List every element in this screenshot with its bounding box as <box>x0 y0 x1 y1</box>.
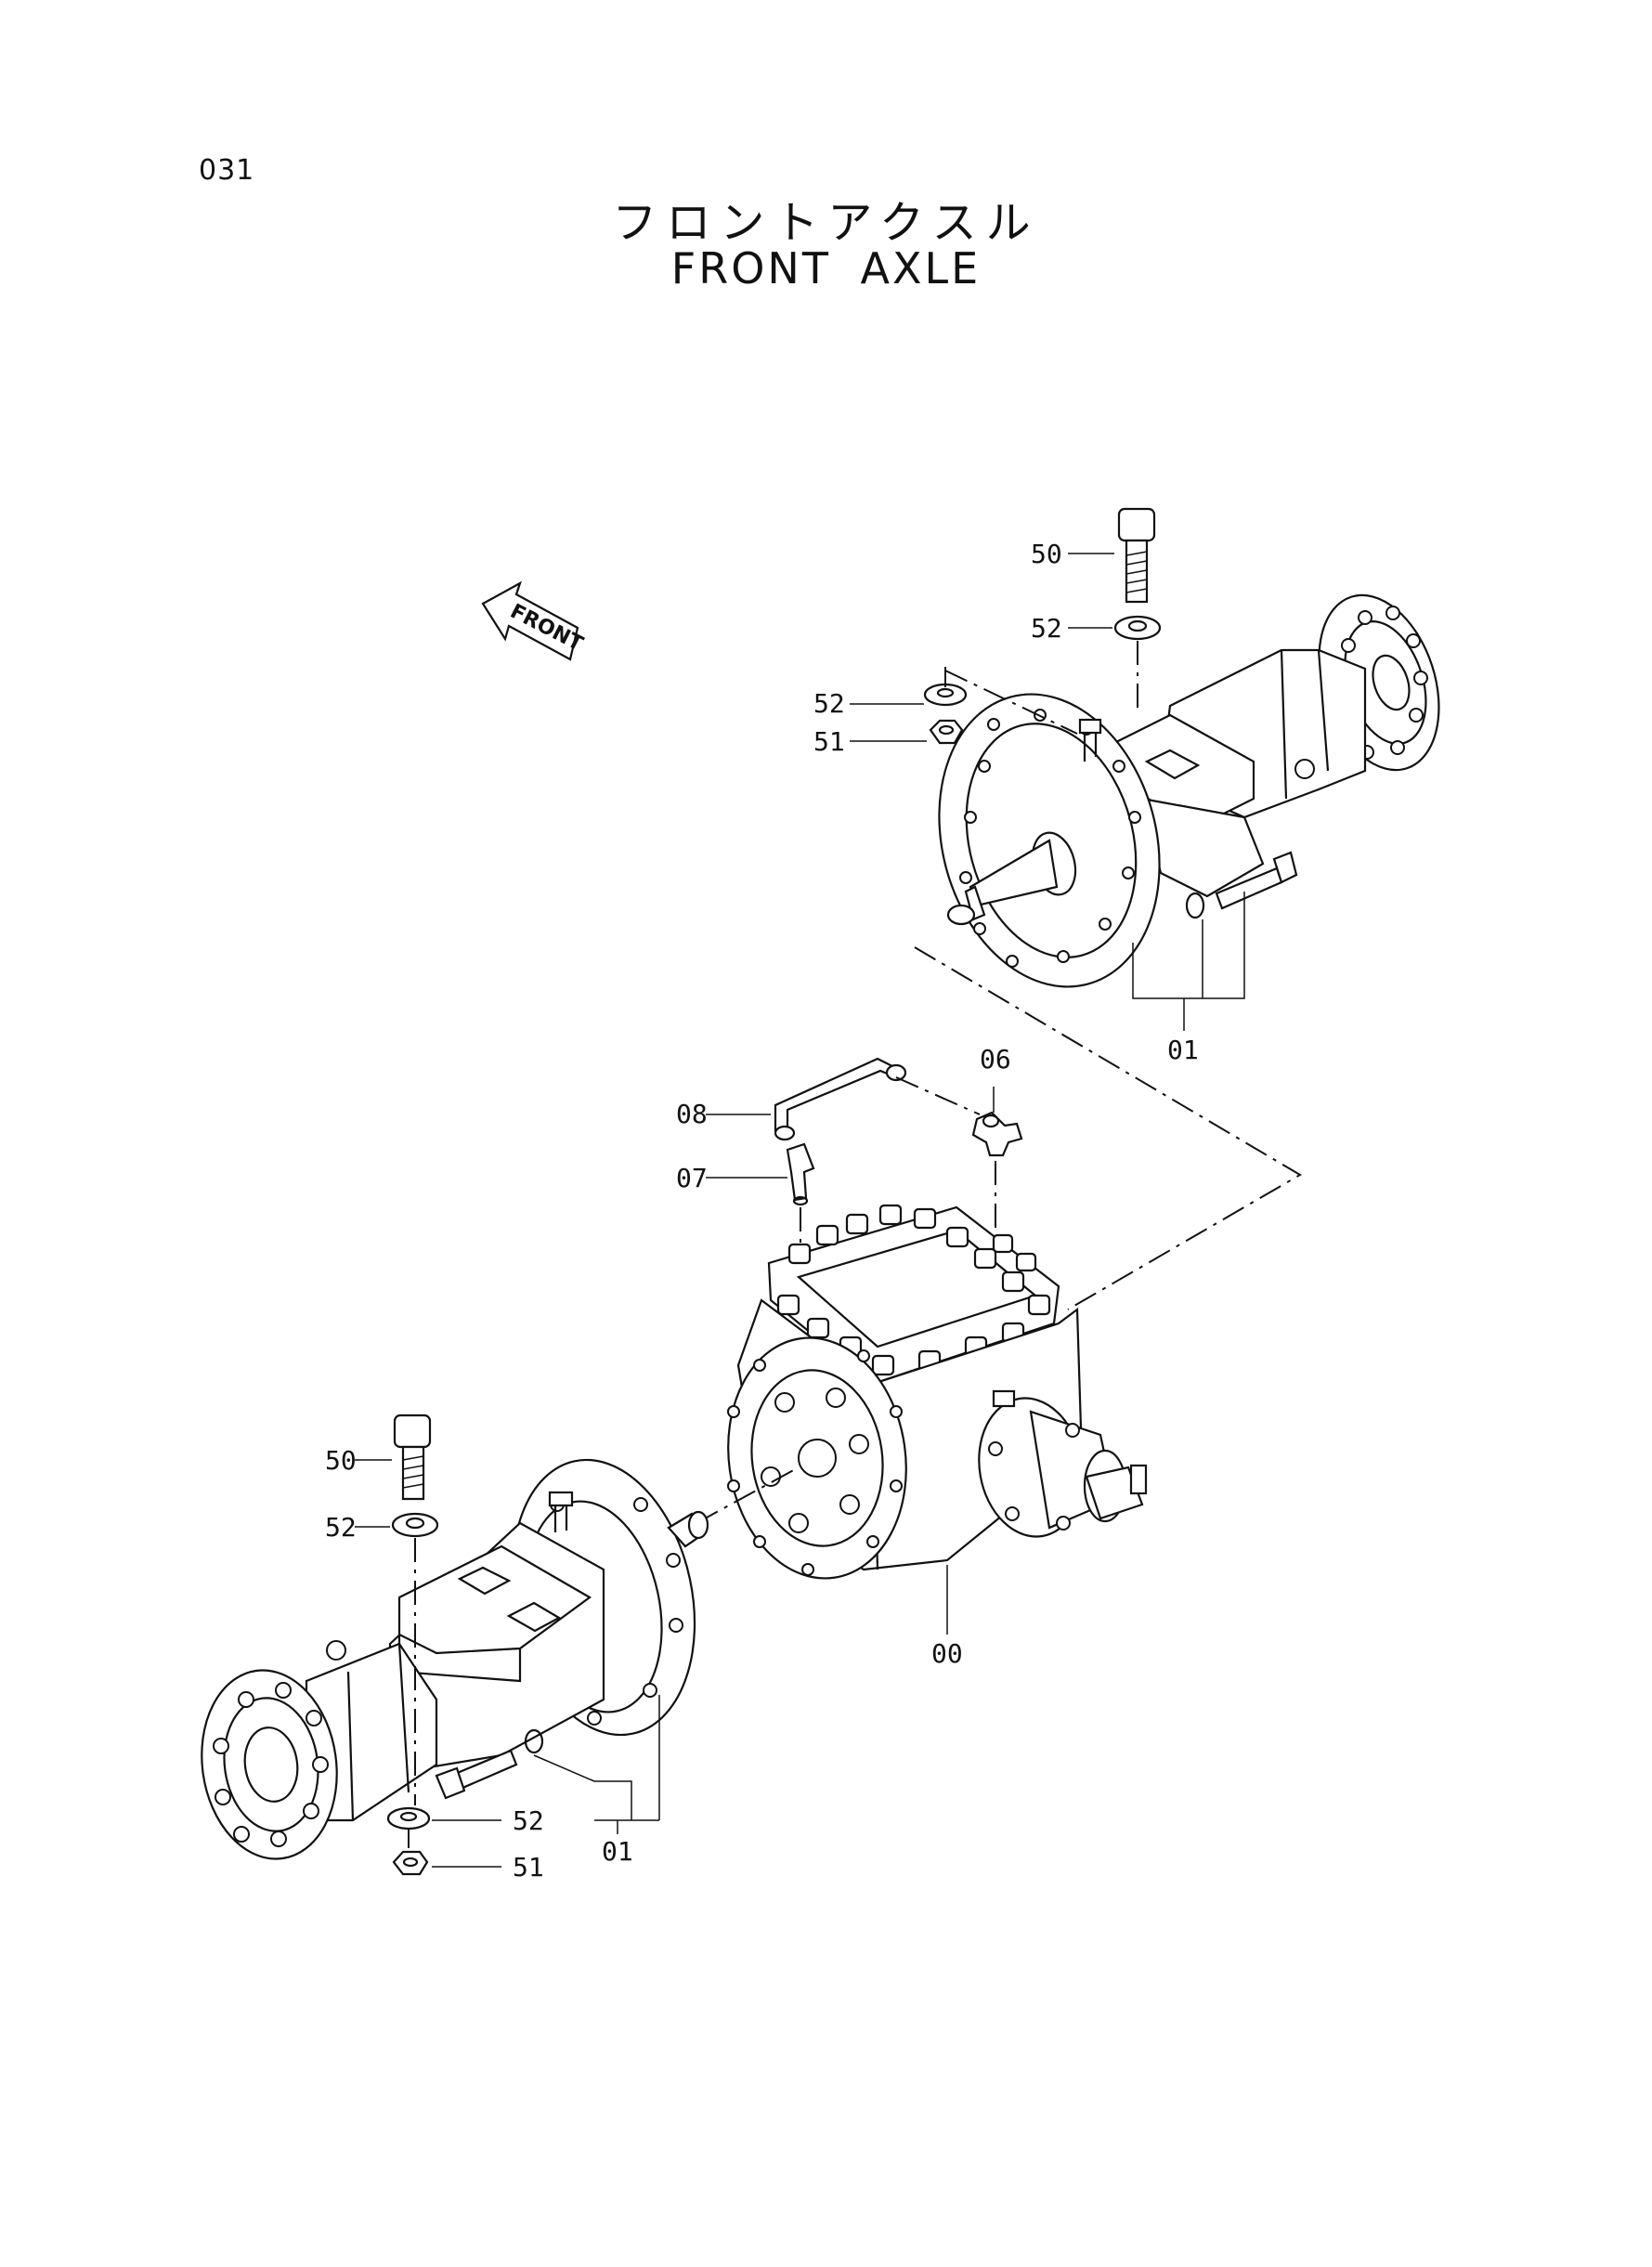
callout-50-lower: 50 <box>325 1445 357 1476</box>
page-number: 031 <box>199 154 255 187</box>
upper-axle-housing <box>938 593 1440 988</box>
callout-52-upper-left: 52 <box>813 688 845 719</box>
callout-51-lower: 51 <box>513 1852 544 1883</box>
upper-bolt-and-washer-01 <box>1185 851 1298 919</box>
callout-00: 00 <box>931 1638 963 1669</box>
lower-leaders <box>355 1459 660 1868</box>
elbow-fitting-07 <box>786 1142 815 1206</box>
callout-52-lower-top: 52 <box>325 1512 357 1543</box>
differential-housing-00 <box>727 1204 1148 1580</box>
lower-callouts: 50 52 52 51 01 <box>325 1445 633 1883</box>
lower-washer-52-bottom <box>386 1806 431 1831</box>
callout-01-lower: 01 <box>602 1836 633 1867</box>
front-direction-arrow: FRONT <box>481 580 587 661</box>
lower-bolt-50 <box>393 1414 432 1501</box>
lower-bolt-and-washer-01 <box>435 1728 544 1800</box>
callout-08: 08 <box>676 1099 708 1129</box>
upper-leaders <box>850 553 1302 1310</box>
callout-52-lower-bottom: 52 <box>513 1805 544 1836</box>
tee-fitting-06 <box>971 1111 1023 1157</box>
callout-51-upper: 51 <box>813 726 845 757</box>
title-japanese: フロントアクスル <box>612 197 1040 249</box>
callout-52-upper: 52 <box>1031 613 1062 644</box>
center-leader: 00 <box>696 1466 963 1669</box>
upper-washer-52-left <box>923 683 968 707</box>
breather-tube-08 <box>774 1057 907 1141</box>
tube-leaders: 08 07 06 <box>676 1044 1011 1249</box>
lower-washer-52-top <box>391 1512 439 1538</box>
lower-axle-housing <box>201 1458 709 1860</box>
title-english: FRONT AXLE <box>670 243 982 293</box>
callout-01-upper: 01 <box>1167 1035 1199 1065</box>
lower-nut-51 <box>392 1850 429 1876</box>
upper-washer-52-top <box>1113 615 1162 641</box>
callout-06: 06 <box>980 1044 1011 1075</box>
callout-50-upper: 50 <box>1031 539 1062 569</box>
callout-07: 07 <box>676 1163 708 1193</box>
upper-bolt-50 <box>1117 507 1156 604</box>
upper-nut-51 <box>929 719 964 745</box>
upper-callouts: 50 52 52 51 01 <box>813 539 1199 1065</box>
